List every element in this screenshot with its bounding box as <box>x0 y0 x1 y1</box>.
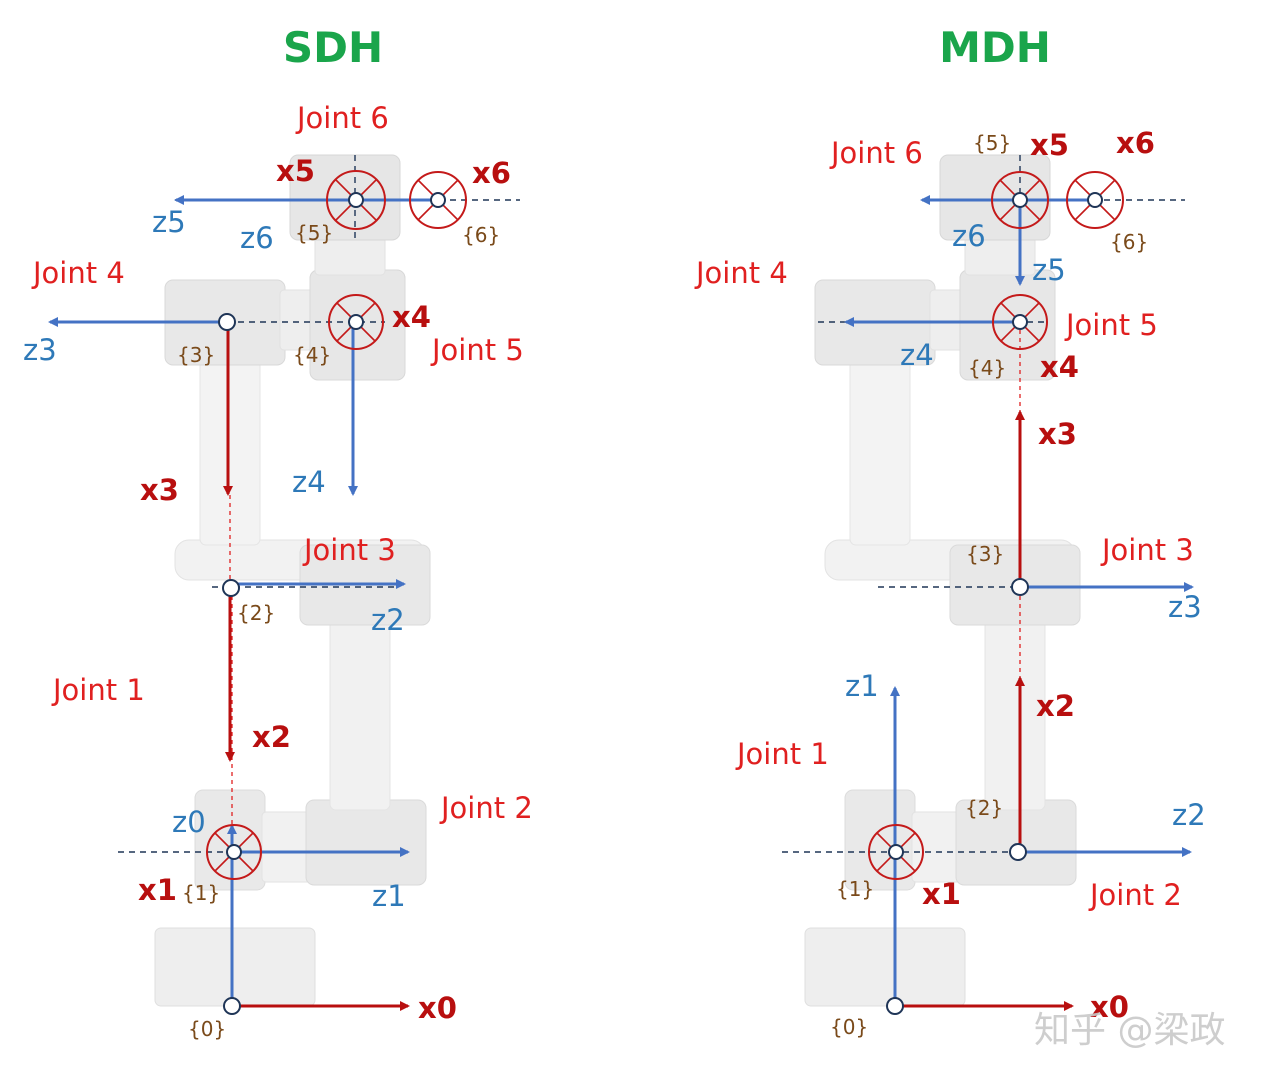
sdh-frame-3-label: {3} <box>177 343 215 367</box>
mdh-x4-label: x4 <box>1040 350 1079 384</box>
sdh-origin-6 <box>430 192 446 208</box>
mdh-joint-labels: Joint 6 Joint 4 Joint 5 Joint 3 Joint 1 … <box>694 136 1194 912</box>
mdh-frame-5-label: {5} <box>973 131 1011 155</box>
sdh-origin-5 <box>348 192 364 208</box>
sdh-joint-labels: Joint 6 Joint 4 Joint 5 Joint 3 Joint 1 … <box>31 101 533 825</box>
sdh-z4-label: z4 <box>292 465 326 499</box>
mdh-frame-4-label: {4} <box>968 356 1006 380</box>
sdh-z3-label: z3 <box>23 333 57 367</box>
sdh-origin-4 <box>348 314 364 330</box>
mdh-origin-0 <box>886 997 904 1015</box>
sdh-joint-4-label: Joint 4 <box>31 256 125 290</box>
mdh-origin-2 <box>1009 843 1027 861</box>
sdh-x4-label: x4 <box>392 300 431 334</box>
sdh-frame-6-label: {6} <box>462 223 500 247</box>
mdh-z3-label: z3 <box>1168 590 1202 624</box>
sdh-origin-3 <box>218 313 236 331</box>
mdh-z6-label: z6 <box>952 219 986 253</box>
mdh-x6-label: x6 <box>1116 126 1155 160</box>
mdh-z4-label: z4 <box>900 338 934 372</box>
sdh-x1-label: x1 <box>138 873 177 907</box>
mdh-z1-label: z1 <box>845 669 879 703</box>
mdh-z-labels: z6 z5 z4 z3 z1 z2 <box>845 219 1206 832</box>
sdh-x0-label: x0 <box>418 991 457 1025</box>
mdh-x1-label: x1 <box>922 877 961 911</box>
mdh-frame-0-label: {0} <box>830 1015 868 1039</box>
sdh-joint-3-label: Joint 3 <box>302 533 396 567</box>
sdh-z1-label: z1 <box>372 879 406 913</box>
mdh-origin-5 <box>1012 192 1028 208</box>
sdh-frame-5-label: {5} <box>295 221 333 245</box>
sdh-axes <box>48 155 520 1015</box>
sdh-frame-labels: {5} {6} {3} {4} {2} {1} {0} <box>177 221 500 1041</box>
sdh-x2-label: x2 <box>252 720 291 754</box>
mdh-x-labels: x5 x6 x4 x3 x2 x1 x0 <box>922 126 1155 1024</box>
sdh-frame-2-label: {2} <box>237 601 275 625</box>
mdh-frame-1-label: {1} <box>836 877 874 901</box>
sdh-z-labels: z5 z6 z3 z4 z2 z0 z1 <box>23 205 406 913</box>
mdh-frame-labels: {5} {6} {4} {3} {2} {1} {0} <box>830 131 1148 1039</box>
sdh-joint-1-label: Joint 1 <box>51 673 145 707</box>
sdh-origin-2 <box>222 579 240 597</box>
mdh-origin-4 <box>1012 314 1028 330</box>
sdh-origin-1 <box>226 844 242 860</box>
watermark: 知乎 @梁政 <box>1034 1010 1225 1051</box>
sdh-frame-4-label: {4} <box>293 343 331 367</box>
sdh-frame-0-label: {0} <box>188 1017 226 1041</box>
sdh-joint-6-label: Joint 6 <box>295 101 389 135</box>
sdh-z2-label: z2 <box>371 603 405 637</box>
mdh-origin-6 <box>1087 192 1103 208</box>
sdh-z5-label: z5 <box>152 205 186 239</box>
mdh-axes <box>782 155 1194 1015</box>
mdh-joint-6-label: Joint 6 <box>829 136 923 170</box>
mdh-joint-3-label: Joint 3 <box>1100 533 1194 567</box>
mdh-frame-6-label: {6} <box>1110 230 1148 254</box>
sdh-x5-label: x5 <box>276 154 315 188</box>
sdh-origin-0 <box>223 997 241 1015</box>
mdh-x5-label: x5 <box>1030 128 1069 162</box>
sdh-joint-2-label: Joint 2 <box>439 791 533 825</box>
mdh-origin-1 <box>888 844 904 860</box>
sdh-joint-5-label: Joint 5 <box>430 333 524 367</box>
mdh-joint-5-label: Joint 5 <box>1064 308 1158 342</box>
mdh-x3-label: x3 <box>1038 417 1077 451</box>
mdh-title: MDH <box>939 23 1051 72</box>
mdh-joint-4-label: Joint 4 <box>694 256 788 290</box>
mdh-joint-1-label: Joint 1 <box>735 737 829 771</box>
mdh-joint-2-label: Joint 2 <box>1088 878 1182 912</box>
mdh-origin-3 <box>1011 578 1029 596</box>
sdh-z6-label: z6 <box>240 221 274 255</box>
mdh-x2-label: x2 <box>1036 689 1075 723</box>
sdh-frame-1-label: {1} <box>182 881 220 905</box>
sdh-title: SDH <box>283 23 383 72</box>
sdh-z0-label: z0 <box>172 805 206 839</box>
mdh-x0-label: x0 <box>1090 990 1129 1024</box>
sdh-x-labels: x5 x6 x4 x3 x2 x1 x0 <box>138 154 511 1025</box>
sdh-x6-label: x6 <box>472 156 511 190</box>
mdh-z5-label: z5 <box>1032 253 1066 287</box>
mdh-frame-2-label: {2} <box>965 796 1003 820</box>
mdh-z2-label: z2 <box>1172 798 1206 832</box>
sdh-x3-label: x3 <box>140 473 179 507</box>
mdh-frame-3-label: {3} <box>966 542 1004 566</box>
